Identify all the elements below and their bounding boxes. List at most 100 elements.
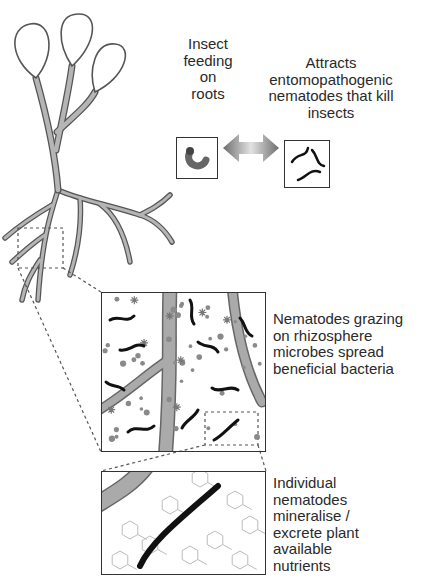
bacterium — [120, 360, 126, 366]
root — [140, 195, 170, 215]
zoom-markers — [18, 228, 266, 471]
bacterium — [140, 361, 145, 366]
bacterium — [167, 397, 172, 402]
bacterium — [205, 305, 210, 310]
microbe-star — [130, 296, 138, 304]
nematode — [312, 150, 324, 166]
root — [70, 198, 81, 275]
molecule-ring — [232, 551, 248, 569]
plant-leaves — [15, 14, 126, 92]
molecule-ring — [192, 472, 208, 487]
stem — [57, 92, 95, 132]
stem — [36, 78, 58, 190]
bacterium — [254, 434, 260, 440]
bacterium — [103, 348, 108, 353]
leaf — [15, 24, 49, 78]
caption-text: Nematodes grazing on rhizosphere microbe… — [273, 311, 413, 377]
nematode — [198, 342, 218, 352]
zoom-box — [205, 412, 258, 445]
zoom-panel: Insect feeding on roots — [176, 137, 218, 179]
microbe-star — [177, 356, 185, 364]
bacterium — [258, 362, 262, 366]
nutrient-scene — [102, 472, 265, 570]
nematode — [298, 171, 320, 180]
bacterium — [191, 368, 195, 372]
bacterium — [242, 366, 246, 370]
molecule-ring — [242, 516, 258, 534]
molecule-ring — [207, 531, 223, 549]
bacterium — [224, 347, 228, 351]
molecule-bond — [258, 530, 265, 535]
molecule-bond — [128, 565, 137, 570]
bacterium — [206, 426, 210, 430]
molecule-bond — [243, 505, 252, 510]
root — [102, 360, 168, 412]
bacterium — [220, 391, 225, 396]
root-fill — [5, 190, 172, 300]
zoom-box — [18, 228, 63, 268]
bacterium — [217, 333, 223, 339]
bacterium — [126, 401, 131, 406]
bacterium — [171, 306, 177, 312]
nematode — [292, 148, 308, 162]
zoom-line — [18, 268, 101, 452]
molecule-bond — [198, 560, 207, 565]
root — [140, 195, 170, 215]
caption-text: Individual nematodes mineralise / excret… — [273, 475, 373, 574]
insect-larva — [186, 147, 206, 166]
stem-fill — [36, 66, 95, 190]
molecule-ring — [162, 496, 178, 514]
zoom-line — [101, 445, 205, 471]
bacterium — [109, 436, 115, 442]
bacterium — [234, 320, 237, 323]
bacterium — [140, 407, 144, 411]
bacterium — [208, 337, 212, 341]
nematodes — [106, 300, 252, 440]
stem — [56, 66, 72, 150]
root — [102, 472, 146, 505]
bacterium — [180, 379, 184, 383]
microbe-star — [223, 316, 231, 324]
root — [5, 205, 52, 238]
nematode — [110, 316, 134, 320]
nematode — [214, 420, 238, 440]
root — [100, 204, 130, 262]
root — [70, 198, 81, 275]
microbes — [103, 296, 262, 442]
root — [22, 260, 40, 300]
leaf — [92, 44, 125, 92]
plant-roots — [5, 190, 172, 300]
microbe-star — [198, 309, 206, 317]
caption-text: Attracts entomopathogenic nematodes that… — [264, 55, 399, 121]
nematode — [106, 382, 124, 390]
bacterium — [166, 336, 172, 342]
root — [232, 293, 262, 402]
nematodes — [292, 148, 324, 180]
nematode — [140, 486, 218, 566]
root — [100, 204, 130, 262]
zoom-line — [258, 445, 266, 471]
root-outline — [5, 190, 172, 300]
bacterium — [173, 361, 177, 365]
bacterium — [135, 353, 140, 358]
molecule-ring — [122, 521, 138, 539]
molecule-ring — [112, 551, 128, 569]
larva-head — [186, 147, 194, 155]
leaf — [61, 14, 92, 66]
caption-text: Insect feeding on roots — [181, 36, 235, 102]
bacterium — [175, 312, 181, 318]
stem — [56, 66, 72, 150]
bacterium — [144, 410, 150, 416]
bacterium — [131, 357, 136, 362]
nematode — [128, 426, 154, 432]
bacterium — [114, 427, 119, 432]
zoom-panel: Attracts entomopathogenic nematodes that… — [284, 140, 330, 188]
root — [58, 190, 172, 242]
rhizosphere-scene — [102, 293, 262, 451]
stem-outline — [36, 66, 95, 190]
nematode — [190, 300, 194, 324]
zoom-panel: Individual nematodes mineralise / excret… — [101, 471, 266, 575]
bacterium — [244, 335, 247, 338]
root — [102, 360, 168, 412]
